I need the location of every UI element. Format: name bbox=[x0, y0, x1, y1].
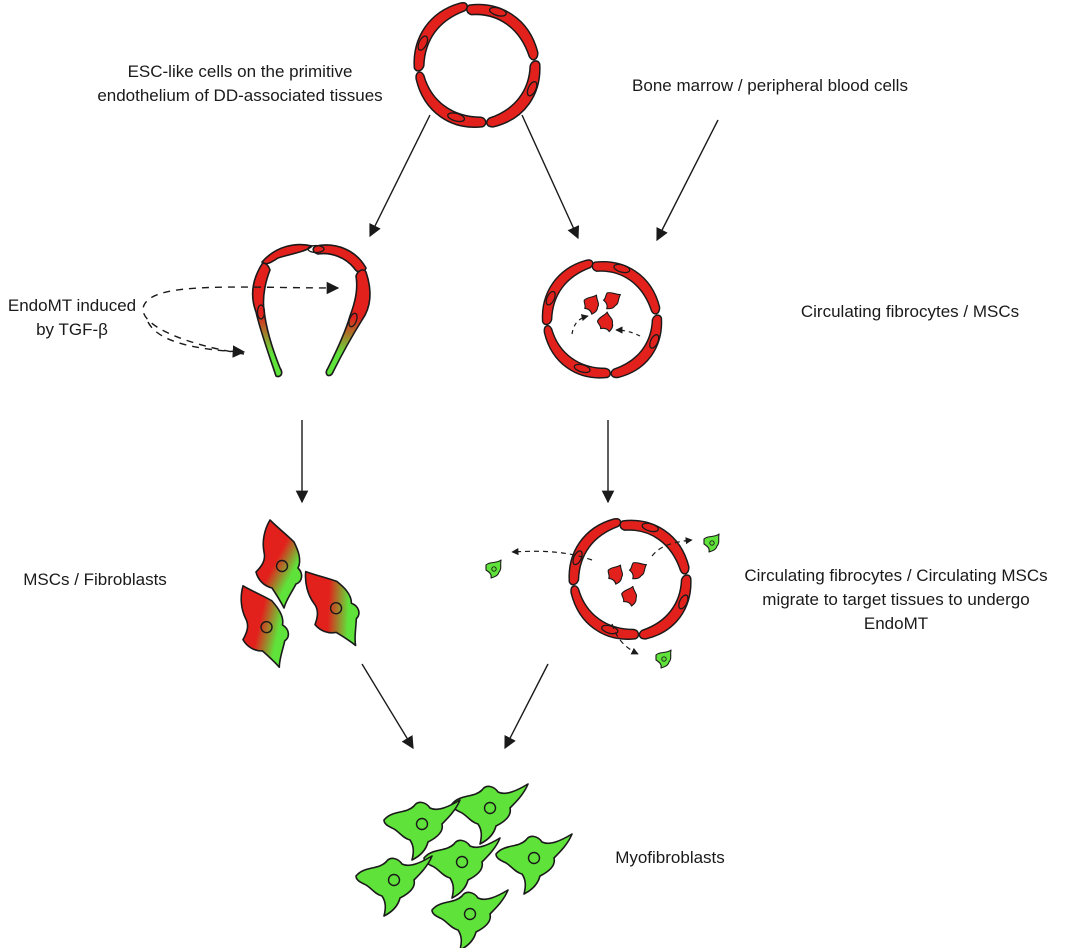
endomt-dashed-arrow-lower bbox=[147, 321, 246, 358]
label-migrate-line-1: Circulating fibrocytes / Circulating MSC… bbox=[744, 566, 1048, 585]
label-myofibroblasts: Myofibroblasts bbox=[590, 846, 750, 870]
label-endomt-line-2: by TGF-β bbox=[36, 320, 108, 339]
label-endomt-line-1: EndoMT induced bbox=[7, 296, 137, 315]
label-mscs-line-1: MSCs / Fibroblasts bbox=[23, 570, 167, 589]
label-circulating-fibrocytes: Circulating fibrocytes / MSCs bbox=[760, 300, 1060, 324]
arrow-mscs-to-myofibroblasts bbox=[361, 663, 414, 750]
label-endomt-tgf: EndoMT induced by TGF-β bbox=[2, 294, 142, 342]
label-migrate-line-3: EndoMT bbox=[863, 614, 929, 633]
endomt-dashed-arrow-upper bbox=[142, 281, 340, 355]
label-esc-like-cells: ESC-like cells on the primitive endothel… bbox=[60, 60, 420, 108]
circulating-ring bbox=[541, 259, 663, 379]
myofibroblasts-cells bbox=[355, 783, 573, 948]
arrow-top-to-endomt bbox=[369, 114, 431, 238]
arrow-migrate-to-myofibroblasts bbox=[504, 663, 549, 750]
label-esc-like-line-1: ESC-like cells on the primitive bbox=[127, 62, 353, 81]
label-esc-like-line-2: endothelium of DD-associated tissues bbox=[97, 86, 383, 105]
label-migrate-endomt: Circulating fibrocytes / Circulating MSC… bbox=[716, 564, 1076, 636]
label-bone-marrow: Bone marrow / peripheral blood cells bbox=[600, 74, 940, 98]
arrow-bonemarrow-to-circulating bbox=[656, 119, 719, 242]
endomt-open-ring bbox=[251, 243, 371, 378]
mscs-fibroblasts-cells bbox=[228, 519, 373, 676]
label-mscs-fibroblasts: MSCs / Fibroblasts bbox=[10, 568, 180, 592]
label-migrate-line-2: migrate to target tissues to undergo bbox=[762, 590, 1030, 609]
migrating-ring bbox=[485, 518, 720, 669]
label-circulating-line-1: Circulating fibrocytes / MSCs bbox=[800, 302, 1020, 321]
top-endothelial-ring bbox=[413, 2, 541, 128]
arrow-top-to-circulating bbox=[521, 114, 580, 240]
label-myofibroblasts-line-1: Myofibroblasts bbox=[615, 848, 725, 867]
label-bone-marrow-line-1: Bone marrow / peripheral blood cells bbox=[632, 76, 908, 95]
